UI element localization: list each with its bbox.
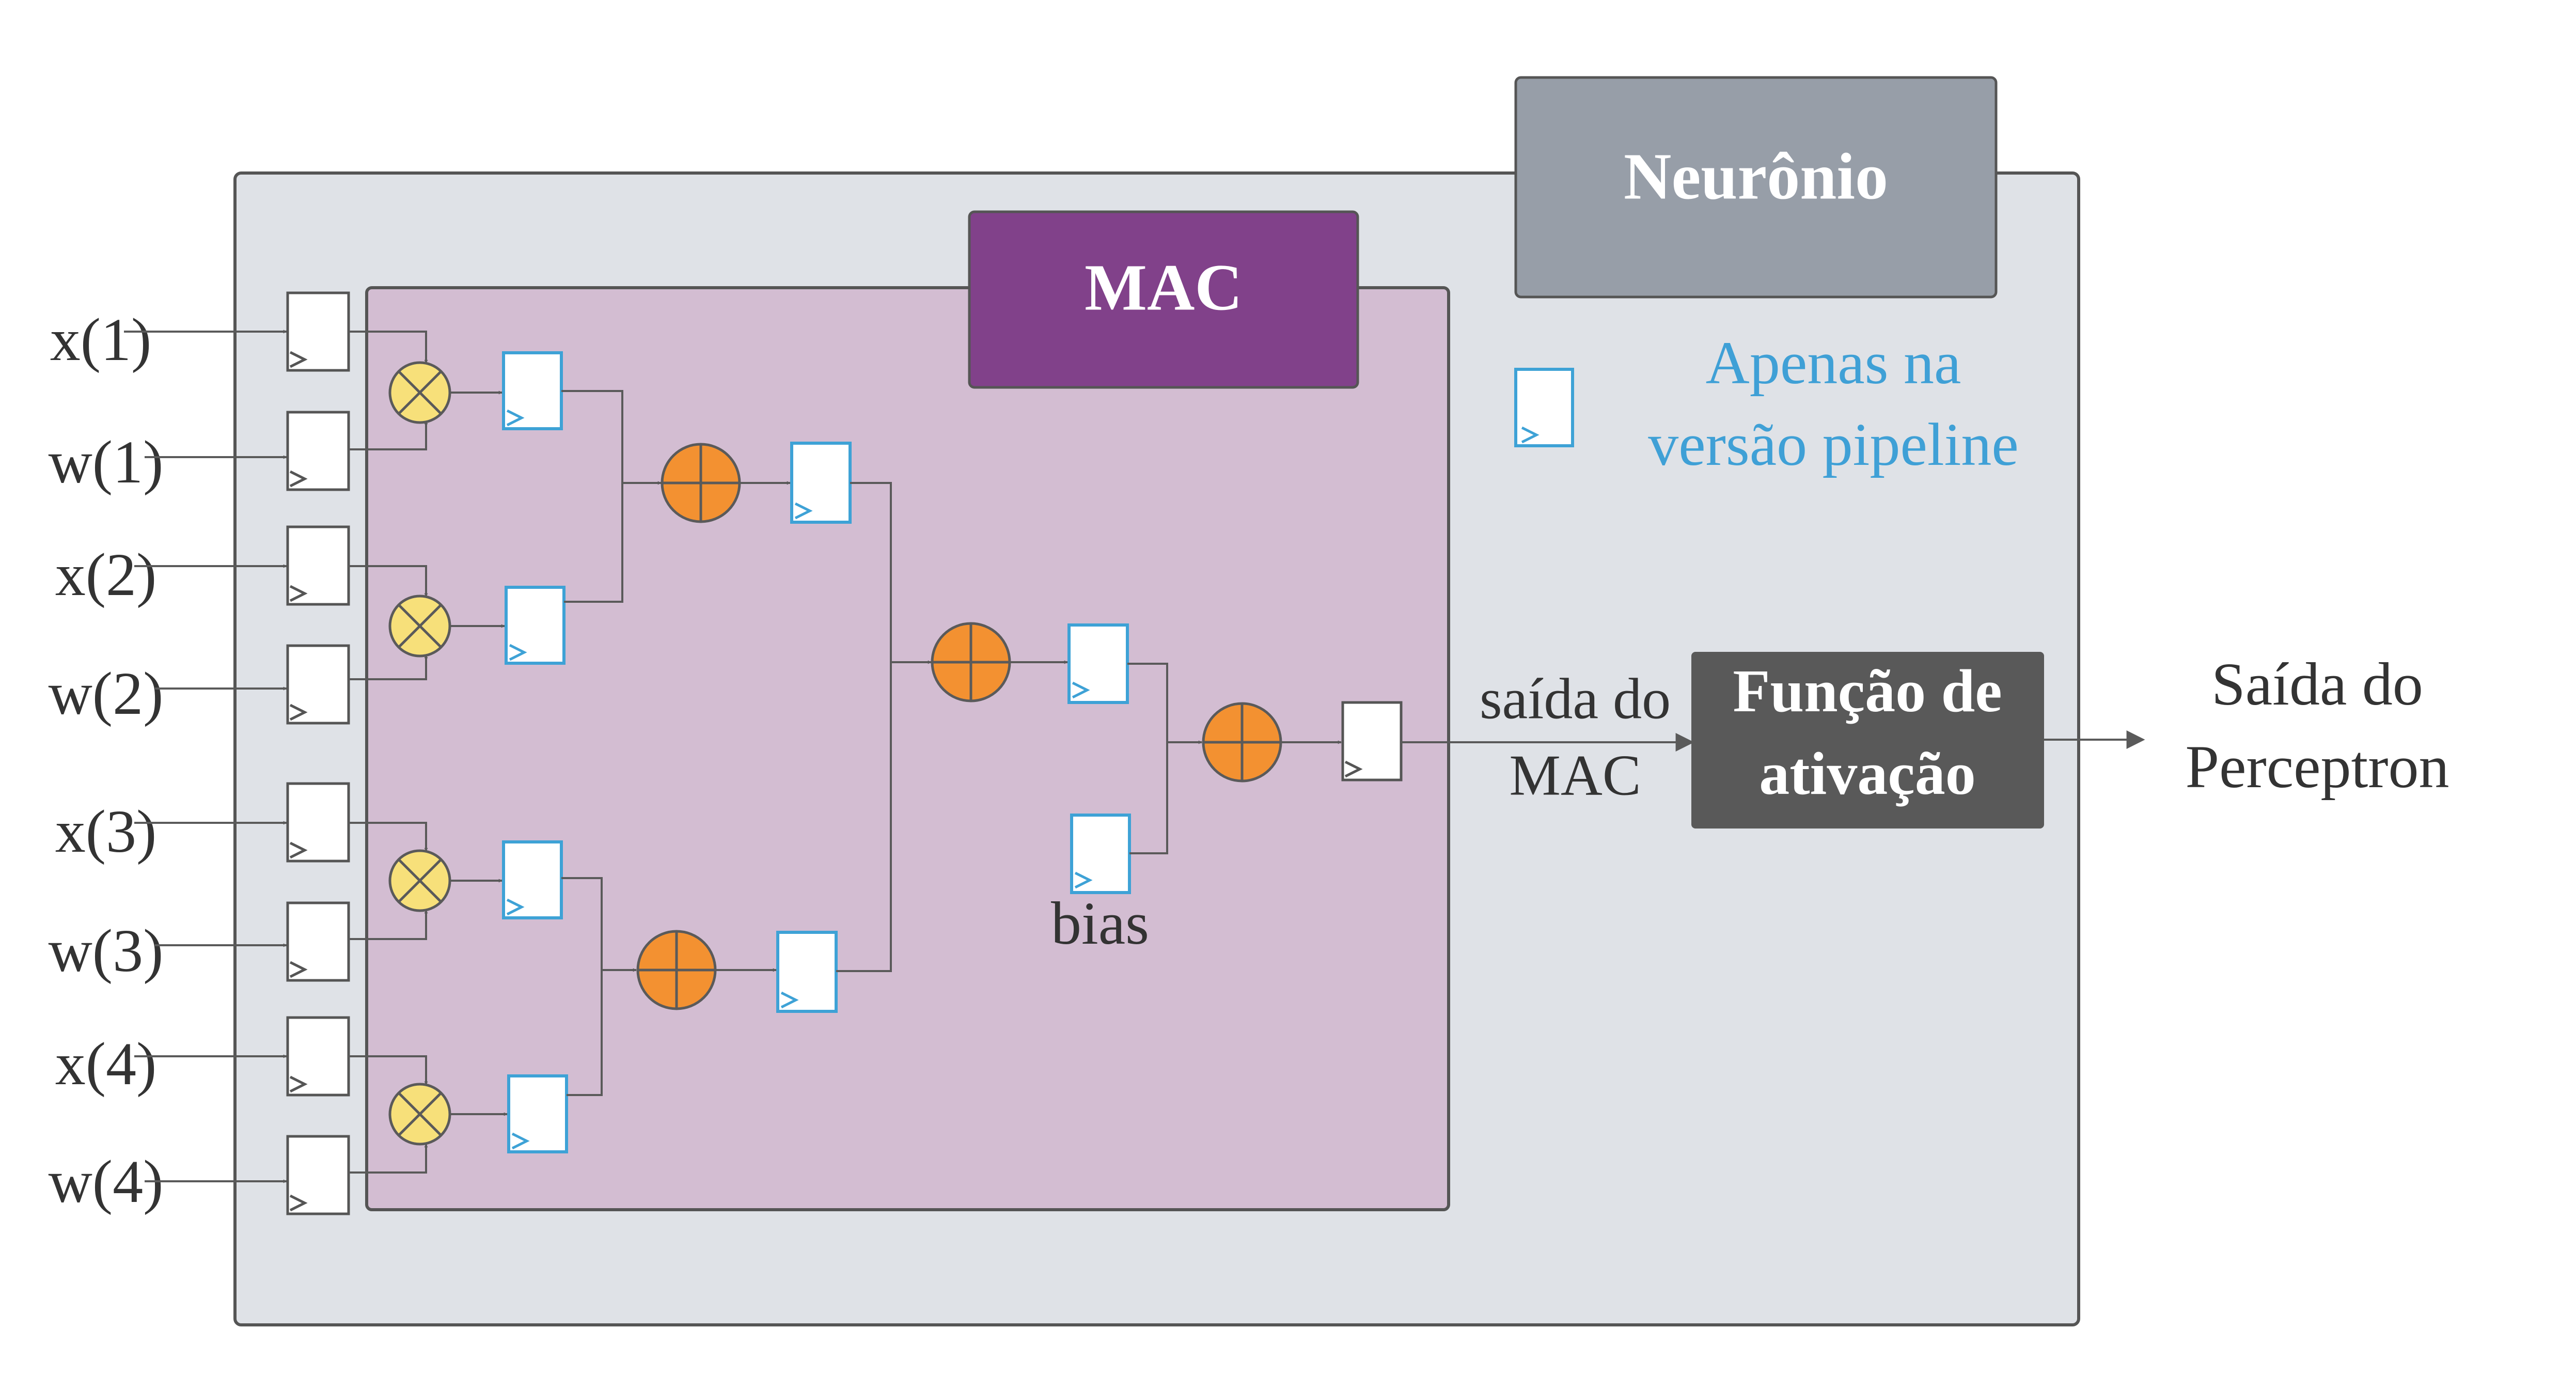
mac-output-label-line2: MAC	[1509, 744, 1641, 808]
mac-block	[365, 286, 1450, 1211]
input-label-w4: w(4)	[49, 1148, 164, 1215]
mac-title: MAC	[1085, 251, 1243, 324]
bias-label: bias	[1051, 889, 1149, 957]
pipeline-register-m1	[502, 351, 563, 430]
adder-2-icon	[636, 930, 717, 1010]
legend-text-line1: Apenas na	[1706, 329, 1961, 397]
pipeline-register-m2	[505, 586, 566, 665]
input-register-x2	[286, 525, 350, 606]
input-register-x1	[286, 291, 350, 372]
adder-4-icon	[1202, 702, 1282, 783]
input-label-x4: x(4)	[55, 1030, 157, 1098]
legend-text-line2: versão pipeline	[1648, 411, 2019, 478]
pipeline-register-a2	[776, 931, 838, 1013]
input-label-w3: w(3)	[49, 917, 164, 984]
output-label-line2: Perceptron	[2185, 733, 2449, 801]
adder-level1-wires	[561, 390, 662, 1096]
neuron-title: Neurônio	[1624, 139, 1888, 213]
input-register-w1	[286, 411, 350, 491]
pipeline-register-a1	[790, 442, 852, 524]
input-register-x4	[286, 1016, 350, 1097]
adder-level1-output-wires	[715, 481, 791, 972]
output-label-line1: Saída do	[2211, 650, 2423, 718]
multiplier-output-wires	[450, 390, 508, 1116]
legend-pipeline-register-icon	[1514, 368, 1574, 447]
input-register-w4	[286, 1135, 350, 1215]
pipeline-register-m4	[507, 1074, 568, 1153]
input-register-w3	[286, 901, 350, 982]
multiplier-2-icon	[388, 595, 451, 658]
multiplier-1-icon	[388, 361, 451, 424]
activation-label-line2: ativação	[1759, 740, 1975, 807]
register-to-multiplier-wires	[349, 331, 428, 1174]
neuron-title-box	[1514, 76, 1998, 299]
mac-title-box	[968, 210, 1359, 389]
adder-1-icon	[661, 443, 741, 523]
input-label-x1: x(1)	[50, 306, 152, 373]
input-wires	[124, 330, 287, 1183]
input-label-w2: w(2)	[49, 660, 164, 727]
pipeline-register-bias	[1070, 814, 1131, 894]
activation-label-line1: Função de	[1733, 657, 2002, 725]
pipeline-register-a3	[1067, 623, 1129, 704]
input-label-x3: x(3)	[55, 798, 157, 865]
multiplier-4-icon	[388, 1083, 451, 1146]
input-register-w2	[286, 644, 350, 725]
activation-function-block	[1691, 652, 2044, 829]
adder-level2-wires	[836, 482, 932, 972]
input-label-w1: w(1)	[49, 428, 164, 496]
input-register-x3	[286, 782, 350, 863]
input-label-x2: x(2)	[55, 541, 157, 608]
pipeline-register-m3	[502, 840, 563, 919]
mac-output-label-line1: saída do	[1480, 667, 1671, 731]
mac-output-register	[1341, 701, 1403, 782]
multiplier-3-icon	[388, 849, 451, 912]
adder-3-icon	[931, 622, 1011, 702]
adder-level3-wires	[1127, 663, 1202, 854]
